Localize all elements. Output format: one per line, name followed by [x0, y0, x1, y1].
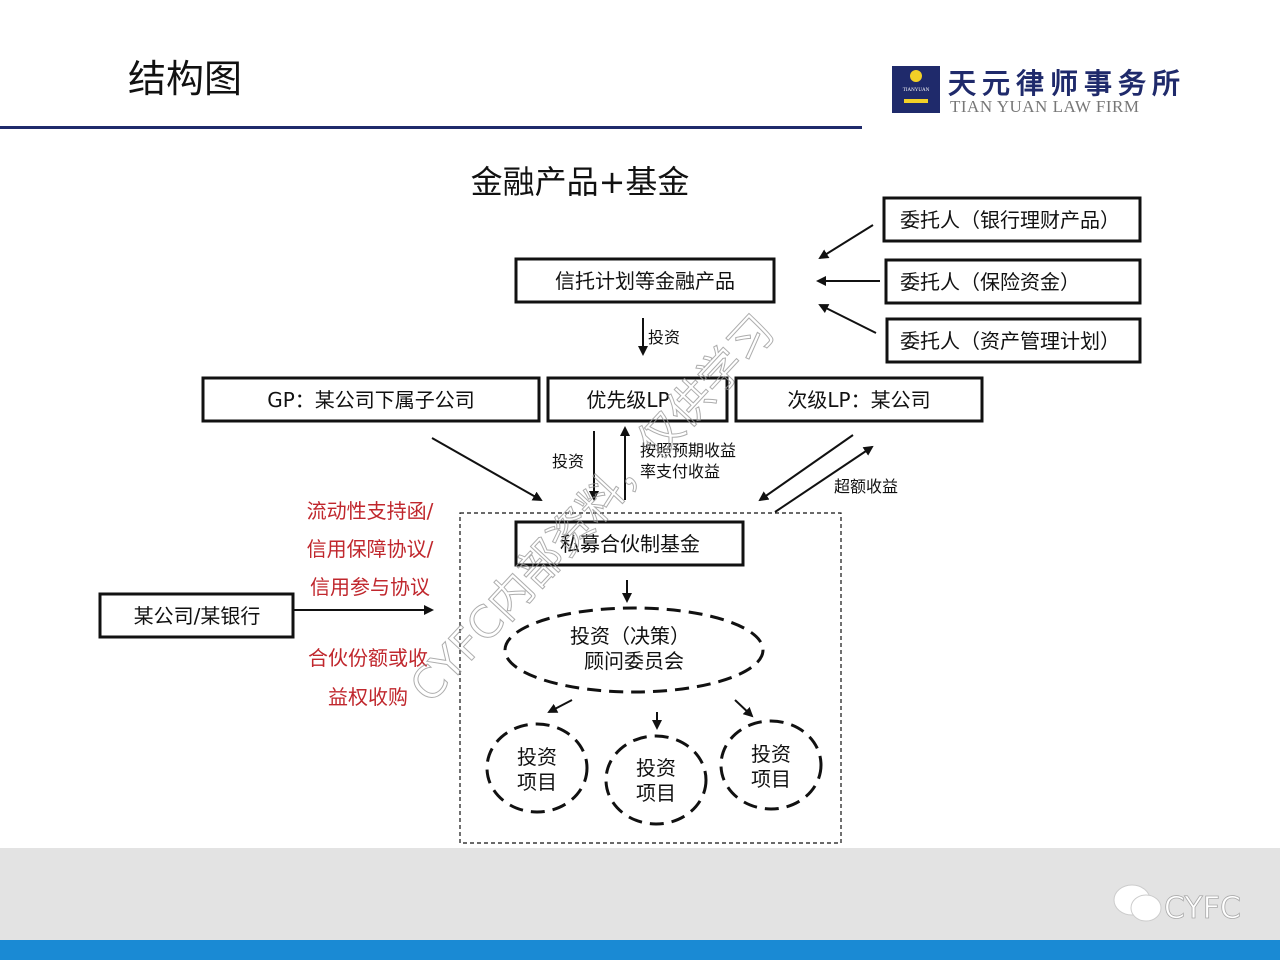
arrow-committee-to-project3: [734, 699, 754, 718]
project-1-line1: 投资: [517, 745, 557, 769]
logo-cn: 天元律师事务所: [948, 67, 1186, 100]
footer-brand: CYFC: [1164, 891, 1241, 926]
excess-return-label: 超额收益: [834, 477, 898, 496]
senior-lp-label: 优先级LP: [586, 388, 669, 412]
box-principal-asset: [885, 317, 1142, 364]
project-2-ellipse: [604, 734, 708, 826]
project-3-line2: 项目: [751, 767, 791, 791]
box-senior-lp: [546, 376, 729, 423]
committee-ellipse: [503, 606, 765, 694]
svg-text:TIANYUAN: TIANYUAN: [903, 88, 930, 93]
project-3-ellipse: [719, 719, 823, 811]
arrow-bank-to-trust: [818, 224, 874, 260]
arrow-junior-to-fund: [758, 434, 854, 502]
box-principal-bank: [882, 196, 1142, 243]
principal-bank-label: 委托人（银行理财产品）: [900, 208, 1120, 232]
invest-label-1: 投资: [648, 328, 680, 347]
arrow-excess-return: [774, 445, 874, 513]
gp-label: GP：某公司下属子公司: [267, 388, 475, 412]
title-underline: [0, 126, 862, 129]
principal-asset-label: 委托人（资产管理计划）: [900, 329, 1120, 353]
support-line3: 信用参与协议: [310, 575, 430, 599]
logo: TIANYUAN 天元律师事务所 TIAN YUAN LAW FIRM: [892, 66, 1186, 116]
box-fund: [514, 520, 745, 567]
committee-line2: 顾问委员会: [584, 649, 684, 673]
logo-en: TIAN YUAN LAW FIRM: [950, 97, 1139, 116]
support-line2: 信用保障协议/: [307, 537, 434, 561]
project-3-line1: 投资: [751, 742, 791, 766]
buyback-line2: 益权收购: [328, 685, 408, 709]
arrow-gp-to-fund: [431, 437, 543, 501]
wechat-icon: [1113, 884, 1162, 922]
committee-line1: 投资（决策）: [570, 624, 690, 648]
buyback-line1: 合伙份额或收: [308, 646, 428, 670]
project-2-line1: 投资: [636, 756, 676, 780]
slide-title: 结构图: [128, 57, 242, 101]
fund-label: 私募合伙制基金: [560, 532, 700, 556]
trust-product-label: 信托计划等金融产品: [555, 269, 735, 293]
arrow-asset-to-trust: [818, 304, 877, 334]
box-trust-product: [514, 257, 776, 304]
project-1-ellipse: [485, 722, 589, 814]
box-junior-lp: [734, 376, 984, 423]
bank-label: 某公司/某银行: [134, 604, 261, 628]
invest-label-2: 投资: [552, 452, 584, 471]
box-gp: [201, 376, 541, 423]
footer-band: [0, 848, 1280, 940]
project-2-line2: 项目: [636, 781, 676, 805]
junior-lp-label: 次级LP：某公司: [787, 388, 930, 412]
footer-bar: [0, 940, 1280, 960]
diagram-title: 金融产品+基金: [471, 163, 690, 201]
box-principal-insurance: [884, 258, 1142, 305]
expected-return-line2: 率支付收益: [640, 462, 720, 481]
arrow-committee-to-project1: [547, 699, 573, 713]
principal-insurance-label: 委托人（保险资金）: [900, 270, 1080, 294]
support-line1: 流动性支持函/: [307, 499, 434, 523]
project-1-line2: 项目: [517, 770, 557, 794]
box-bank: [98, 592, 295, 639]
fund-container: [459, 512, 842, 844]
expected-return-line1: 按照预期收益: [640, 441, 736, 460]
